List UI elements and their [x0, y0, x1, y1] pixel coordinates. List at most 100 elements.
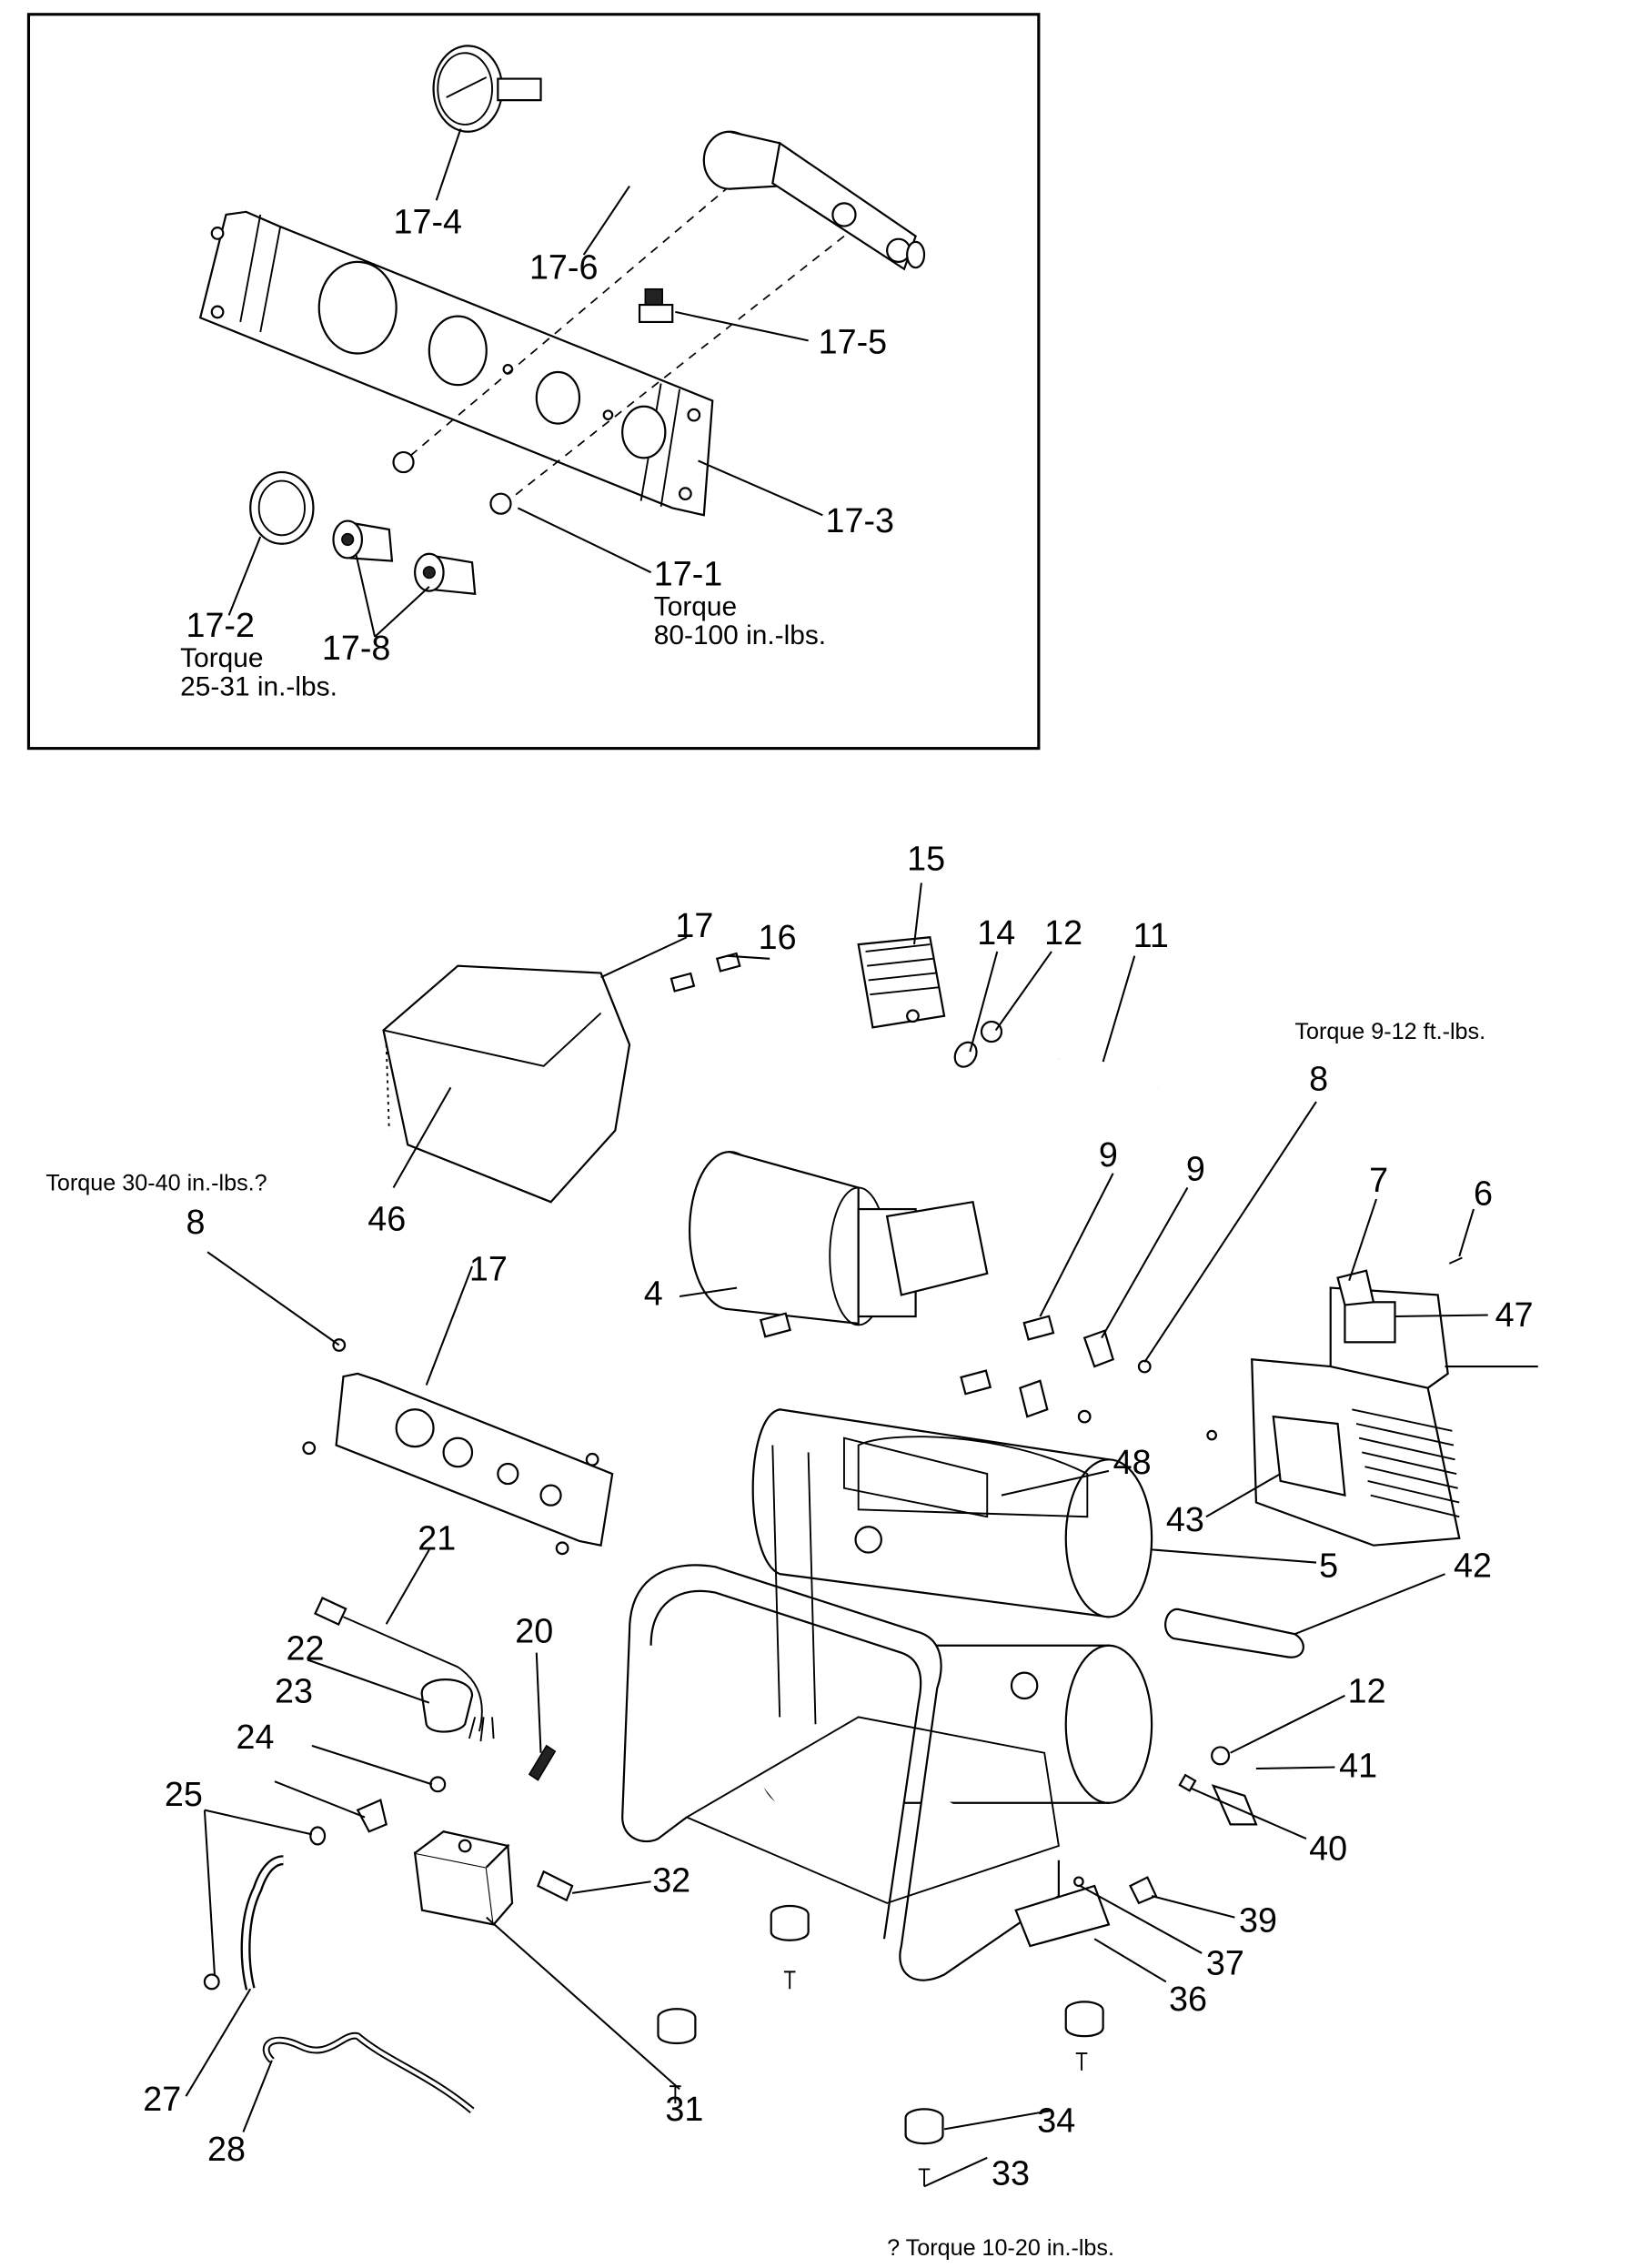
regulator-part [702, 130, 926, 271]
isolator-part [1019, 1379, 1049, 1418]
leader-24 [274, 1780, 366, 1819]
tube-part [262, 2031, 475, 2113]
nipple-part [528, 1744, 557, 1781]
screw-part [1075, 2052, 1088, 2071]
callout-24: 24 [237, 1718, 275, 1756]
bracket-plate-part [1014, 1884, 1111, 1948]
leader-16 [600, 936, 688, 979]
callout-17-6: 17-6 [529, 248, 599, 287]
bolt-part [585, 1452, 599, 1467]
callout-41: 42 [1454, 1546, 1492, 1584]
callout-35: 36 [1169, 1980, 1207, 2018]
callout-34: 34 [1037, 2102, 1075, 2140]
ring-nut-part [249, 470, 315, 545]
inset-panel: 17-4 17-6 17-5 17-3 17-1 Torque 80-100 i… [26, 13, 1041, 751]
isolator-part [1082, 1329, 1114, 1368]
plate-opening [535, 370, 581, 425]
callout-47: 48 [1113, 1443, 1152, 1481]
leader-13 [969, 951, 999, 1053]
heat-shield-part [857, 1436, 1089, 1518]
screw-part [1073, 1876, 1084, 1888]
leader-41 [1294, 1573, 1445, 1636]
leader-28 [242, 2060, 273, 2132]
leader-43 [392, 1086, 452, 1188]
leader-17-2 [227, 536, 262, 616]
plate-hole [678, 487, 692, 501]
leader-17-3 [698, 459, 823, 517]
tube-part-inner [264, 2033, 474, 2112]
isolator-part [1022, 1315, 1055, 1341]
callout-7: 7 [1369, 1161, 1388, 1199]
leader-7 [1348, 1198, 1378, 1282]
leader-17 [425, 1265, 473, 1386]
callout-22: 22 [287, 1629, 325, 1668]
callout-17: 17 [469, 1250, 508, 1288]
coupler-part [332, 519, 394, 562]
leader-10 [1039, 1173, 1114, 1317]
leader-47 [1001, 1469, 1110, 1497]
gauge-part [420, 1678, 474, 1733]
nut-part [429, 1776, 447, 1793]
callout-14: 15 [907, 839, 945, 877]
callout-10: 9 [1099, 1135, 1118, 1174]
plate-small-hole [602, 409, 614, 420]
callout-40: 41 [1339, 1746, 1377, 1784]
valve-part [536, 1870, 574, 1902]
leader-23 [311, 1744, 433, 1786]
screw-part [918, 2168, 931, 2187]
leader-9 [1101, 1186, 1189, 1339]
callout-17-8: 17-8 [322, 629, 391, 667]
leader-25b [204, 1809, 313, 1836]
main-assembly: Torque 9-12 ft.-lbs. Torque 30-40 in.-lb… [45, 839, 1538, 2261]
callout-15: 16 [759, 918, 797, 956]
leader-20 [535, 1652, 542, 1753]
assembly-line [507, 235, 845, 502]
pressure-gauge-part [432, 45, 542, 133]
foot-part [657, 2008, 697, 2045]
callout-23: 23 [275, 1672, 313, 1710]
pressure-switch-part [413, 1830, 514, 1926]
leader-17-8b [374, 586, 430, 638]
leader-15 [726, 954, 770, 960]
leader-46 [1394, 1314, 1488, 1318]
screw-part [1448, 1256, 1463, 1265]
elbow-fitting-part [638, 287, 674, 324]
leader-36 [1079, 1885, 1203, 1954]
callout-21: 21 [418, 1518, 456, 1557]
leader-12b [1230, 1694, 1345, 1754]
callout-6: 6 [1474, 1174, 1493, 1212]
inset-border [26, 13, 1041, 751]
hose-part-inner [242, 1857, 284, 1991]
plug-part [392, 450, 415, 474]
leader-6 [1458, 1208, 1475, 1257]
nut-part [980, 1020, 1003, 1043]
nut-part [906, 1009, 920, 1023]
bracket-part [715, 952, 741, 973]
callout-5: 5 [1319, 1546, 1338, 1584]
nut-part [1178, 1773, 1197, 1792]
callout-31: 31 [665, 2090, 703, 2128]
bolt-part [1077, 1409, 1092, 1424]
leader-39 [1191, 1788, 1307, 1840]
callout-4: 4 [644, 1274, 663, 1312]
leader-5 [1152, 1548, 1317, 1564]
bolt-part [555, 1541, 569, 1556]
leader-25a [203, 1809, 216, 1975]
leader-17-6 [582, 185, 630, 256]
plate-opening [621, 405, 667, 459]
assembly-line [407, 185, 730, 459]
plate-hole [210, 305, 225, 319]
torque-note-17-2-line2: 25-31 in.-lbs. [180, 671, 337, 701]
leader-4 [679, 1286, 738, 1298]
bracket-part [670, 972, 696, 993]
bolt-part [302, 1441, 317, 1456]
power-cord-part [314, 1597, 495, 1742]
leader-17-8a [355, 555, 377, 638]
leader-22 [307, 1658, 430, 1704]
plate-hole [210, 227, 225, 240]
callout-36: 37 [1206, 1944, 1244, 1982]
leader-40 [1255, 1766, 1335, 1770]
ring-part [309, 1826, 327, 1846]
isolator-part [759, 1312, 791, 1338]
